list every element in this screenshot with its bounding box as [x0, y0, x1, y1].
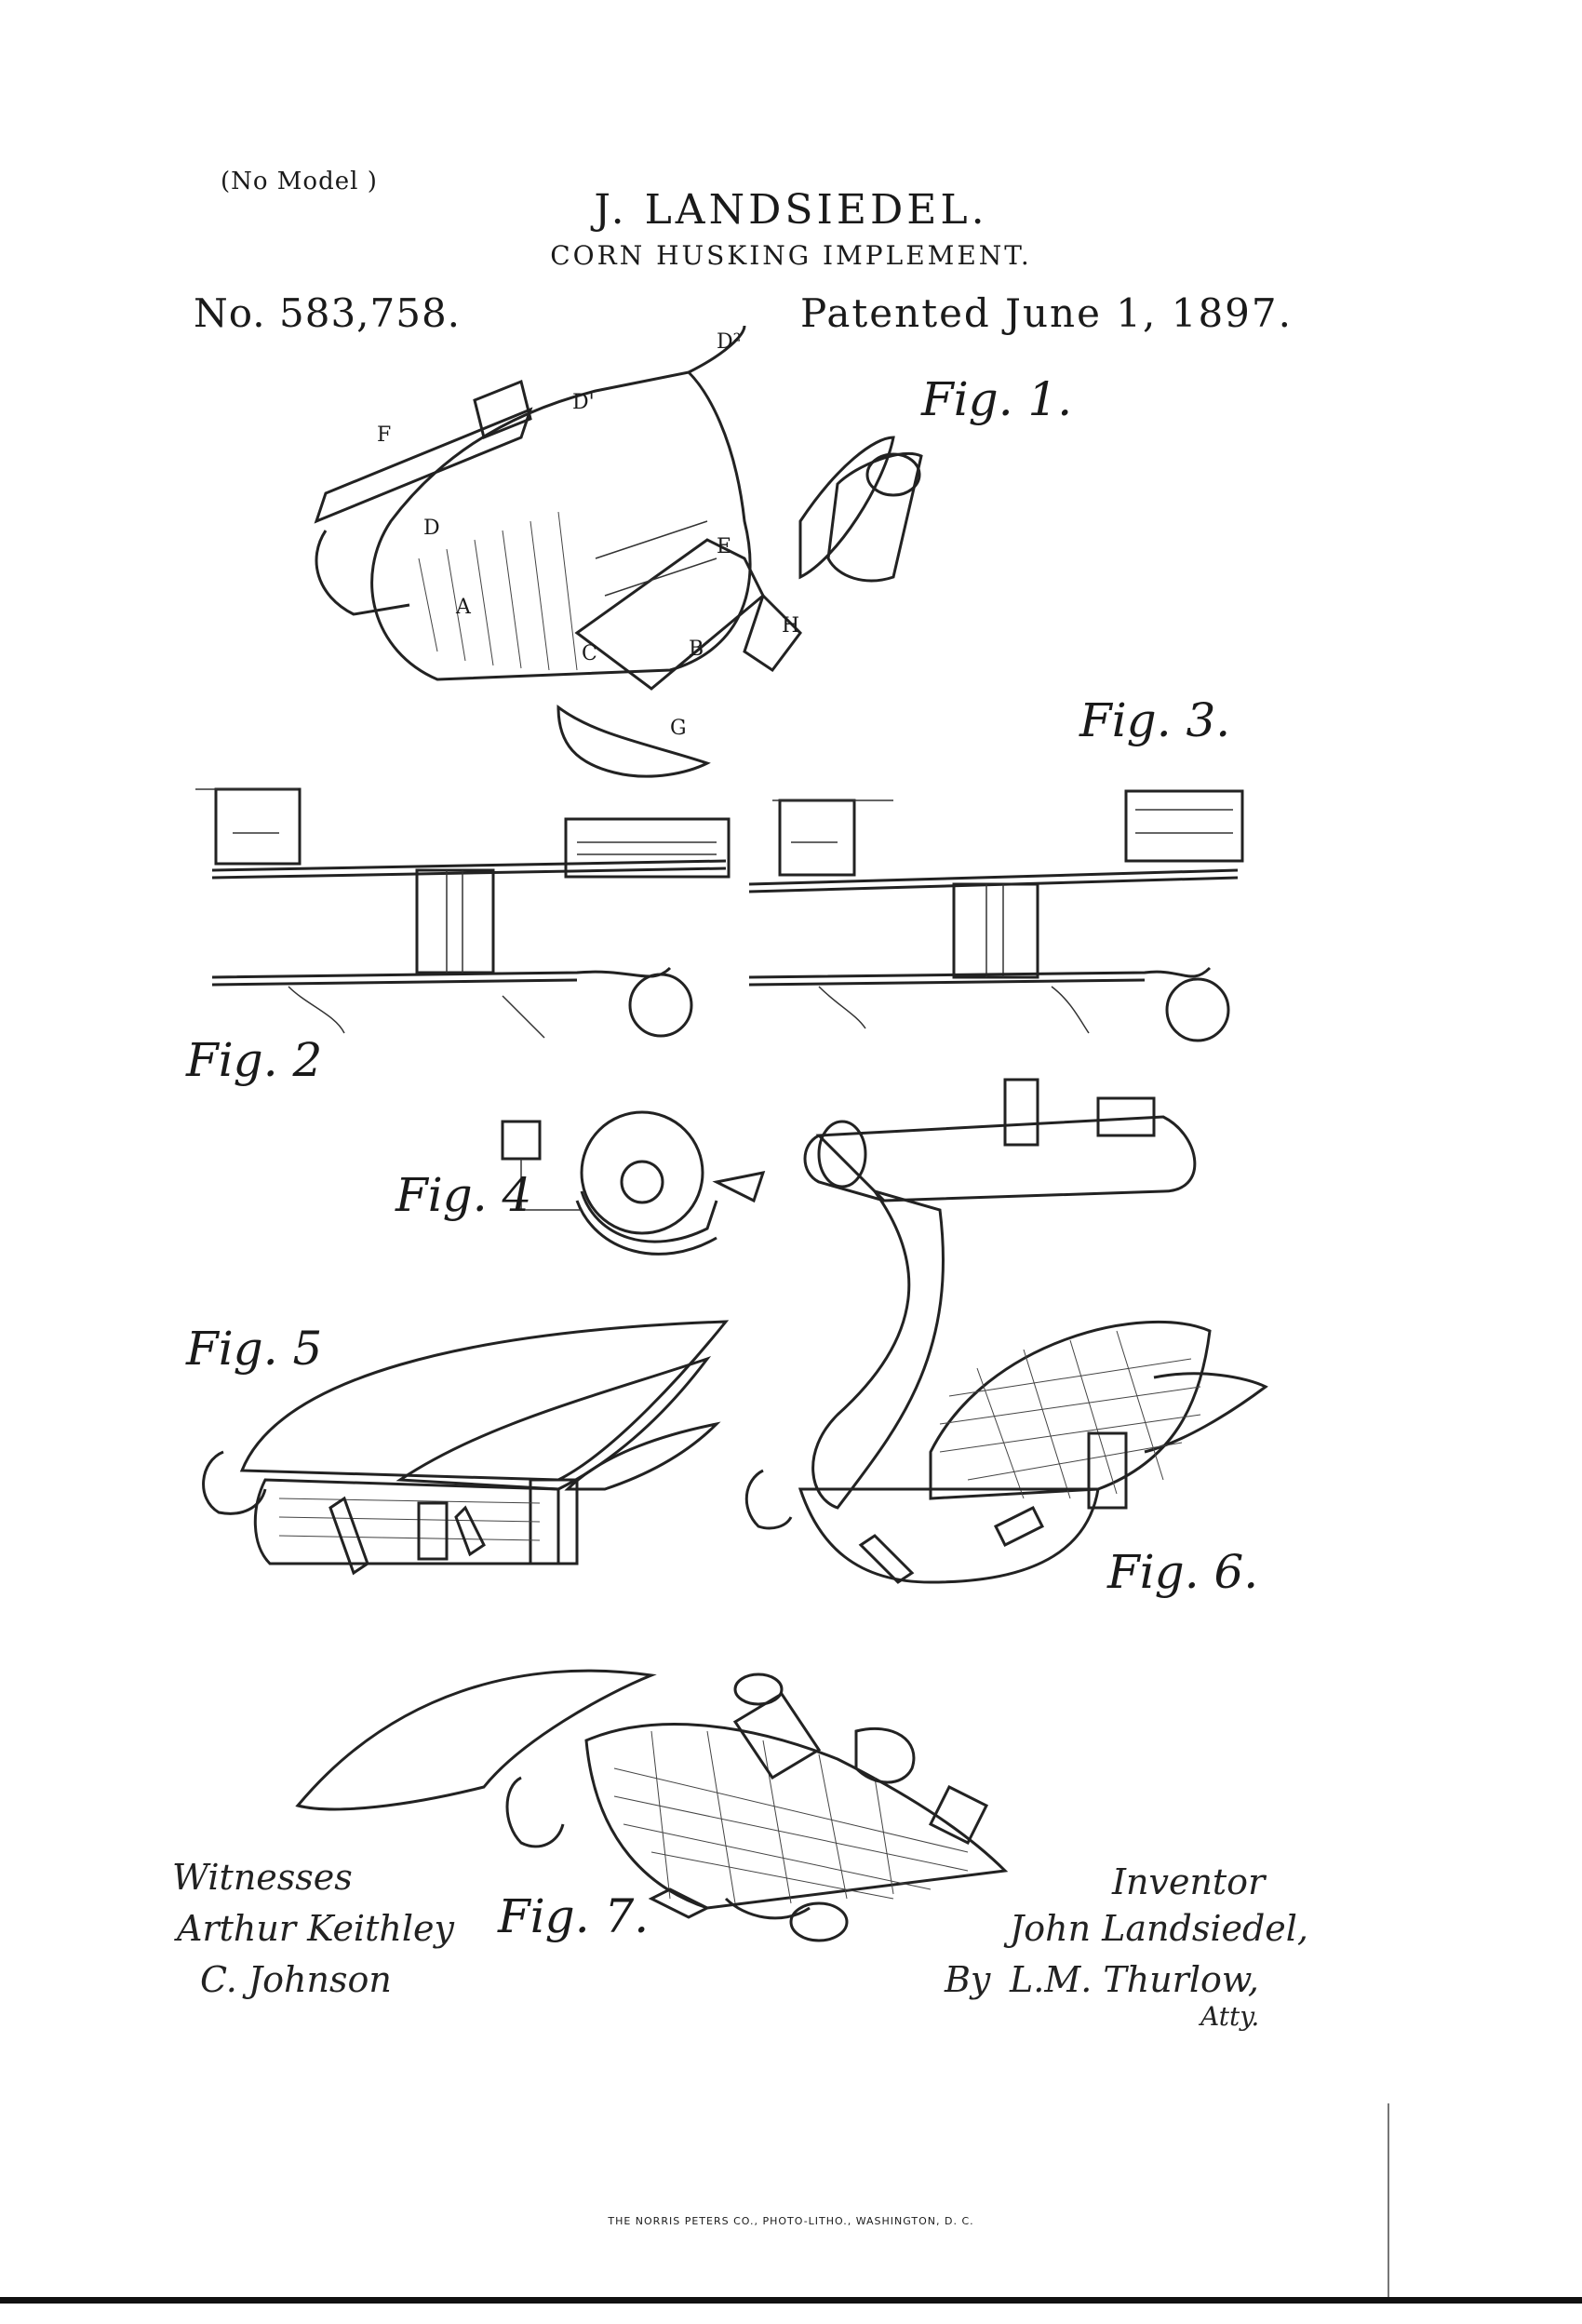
witnesses-label: Witnesses	[172, 1857, 353, 1898]
figure-7-label: Fig. 7.	[498, 1889, 650, 1943]
inventor-name-heading: J. LANDSIEDEL.	[594, 186, 988, 234]
figure-4-drawing	[501, 1110, 766, 1256]
no-model-note: (No Model )	[221, 168, 378, 195]
by-line: By	[945, 1959, 991, 2000]
figure-5-drawing	[202, 1320, 730, 1576]
patent-number: No. 583,758.	[194, 290, 462, 336]
patent-date: Patented June 1, 1897.	[800, 290, 1293, 336]
witness-2-signature: C. Johnson	[200, 1959, 392, 2000]
part-label-c: C	[582, 642, 597, 665]
part-label-d2: D²	[717, 330, 742, 354]
figure-5-label: Fig. 5	[186, 1322, 323, 1376]
figure-3-label: Fig. 3.	[1079, 693, 1231, 747]
part-label-d: D	[423, 517, 440, 540]
attorney-title: Atty.	[1200, 2001, 1260, 2032]
attorney-signature: L.M. Thurlow,	[1010, 1959, 1259, 2000]
figure-6-label: Fig. 6.	[1107, 1545, 1259, 1599]
lithographer-credit: THE NORRIS PETERS CO., PHOTO-LITHO., WAS…	[608, 2215, 974, 2227]
scan-bottom-bar	[0, 2297, 1582, 2304]
figure-2-label: Fig. 2	[186, 1033, 323, 1087]
part-label-g: G	[670, 717, 687, 740]
figure-2-drawing	[195, 787, 731, 1039]
figure-3-drawing	[748, 789, 1244, 1042]
inventor-signature: John Landsiedel,	[1010, 1908, 1309, 1949]
part-label-e: E	[717, 535, 732, 558]
figure-7-drawing	[295, 1669, 1009, 1942]
figure-1-label: Fig. 1.	[921, 372, 1073, 426]
figure-6-drawing	[744, 1078, 1268, 1584]
witness-1-signature: Arthur Keithley	[177, 1908, 454, 1949]
figure-1-drawing	[314, 325, 923, 778]
part-label-a: A	[456, 596, 471, 619]
part-label-b: B	[689, 638, 704, 661]
part-label-h: H	[782, 614, 800, 638]
figure-4-label: Fig. 4	[396, 1168, 532, 1222]
part-label-f: F	[377, 423, 392, 447]
part-label-d1: D'	[572, 391, 595, 414]
page-edge-line	[1388, 2103, 1389, 2299]
inventor-label: Inventor	[1112, 1861, 1266, 1902]
invention-title: CORN HUSKING IMPLEMENT.	[550, 240, 1032, 271]
